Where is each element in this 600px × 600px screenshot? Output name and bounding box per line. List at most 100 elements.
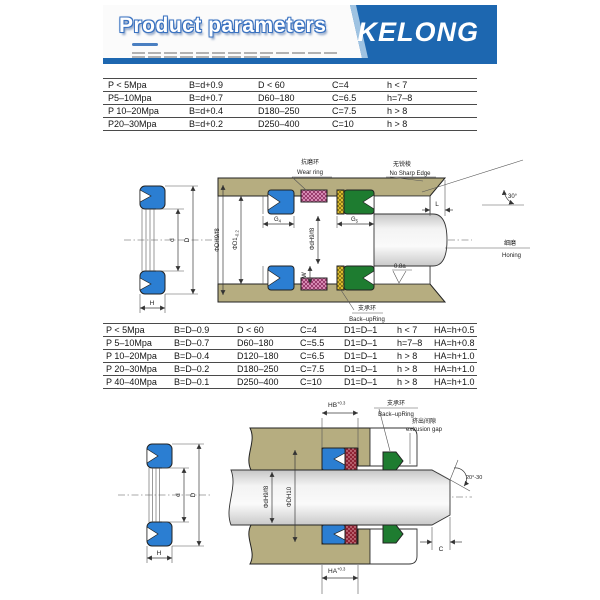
no-sharp-edge-label-cn: 无锐棱 [393,160,411,168]
gland-block-top [369,427,418,467]
dim-label-phiD: ΦDH10 [287,486,293,507]
cell-d1: D1=D–1 [344,351,378,361]
gland-block-bottom [369,528,418,565]
title-card [103,5,362,58]
cell-c: C=7.5 [300,364,325,374]
gland-lip-top [373,195,431,215]
dim-label-L: L [435,201,439,208]
cell-c: C=10 [332,119,354,129]
seal-ring-red [344,447,358,471]
dim-label-H: H [157,550,162,557]
seal-ring-red [344,524,358,545]
seal-cross-section [139,185,166,295]
angle-label-20-30: 20°-30 [466,475,482,481]
surface-finish-icon [392,270,407,284]
wear-ring [300,277,328,291]
assembly-section [217,177,448,303]
backup-ring-label-en: Back–upRing [349,317,385,323]
cell-d: D180–250 [258,106,300,116]
cell-b: B=d+0.9 [189,80,224,90]
rod-seal-diagram: d D H [124,158,530,323]
cell-ha: HA=h+1.0 [434,351,475,361]
cell-d1: D1=D–1 [344,364,378,374]
seal-cross-section [146,443,173,547]
cell-pressure: P < 5Mpa [108,80,147,90]
backup-ring [336,189,345,215]
cell-d: D250–400 [258,119,300,129]
cell-c: C=5.5 [300,338,325,348]
cell-d: D60–180 [237,338,274,348]
dim-label-phiD: ΦDH9/f8 [215,228,221,252]
backup-ring-green [382,524,404,544]
wear-ring [300,189,328,203]
cell-b: B=d+0.4 [189,106,224,116]
cell-pressure: P 5–10Mpa [106,338,152,348]
cell-d1: D1=D–1 [344,325,378,335]
dim-label-HB: HB+0.3 [328,401,346,410]
cell-h: h > 8 [397,351,418,361]
cell-d: D250–400 [237,377,279,387]
housing-top [217,177,447,197]
cell-c: C=6.5 [332,93,357,103]
cell-d: D < 60 [258,80,285,90]
page-title: Product parameters [119,14,327,37]
backup-ring-green [382,451,404,471]
surface-finish-label: 0.8a [394,264,406,270]
wear-ring-label-en: Wear ring [297,170,323,176]
housing-top [248,427,371,471]
wear-ring-label-cn: 抗磨环 [301,158,319,166]
cell-h: h < 7 [387,80,408,90]
honing-label-cn: 细磨 [504,239,516,247]
cell-h: h=7–8 [387,93,413,103]
cell-ha: HA=h+1.0 [434,377,475,387]
brand-logo: KELONG [357,17,479,47]
cell-pressure: P 20–30Mpa [106,364,157,374]
dim-label-HA: HA+0.3 [328,567,346,576]
assembly-dimensions: HB+0.3 HA+0.3 ΦdH9/f8 ΦDH10 C 20°-30 支承环… [264,399,482,594]
cell-d: D60–180 [258,93,295,103]
cell-c: C=4 [300,325,317,335]
title-underline [132,43,158,46]
housing-bottom [248,524,371,565]
cell-c: C=7.5 [332,106,357,116]
cell-b: B=d+0.7 [189,93,224,103]
cell-ha: HA=h+0.5 [434,325,475,335]
honing-label-en: Honing [502,253,521,259]
no-sharp-edge-label-en: No Sharp Edge [389,171,431,177]
cell-b: B=D–0.1 [174,377,210,387]
dim-label-D: D [190,492,197,497]
cell-pressure: P 10–20Mpa [106,351,157,361]
cell-h: h > 8 [397,364,418,374]
cell-pressure: P 10–20Mpa [108,106,159,116]
backup-ring-label-cn: 支承环 [358,304,376,312]
dim-label-W: W [302,272,308,278]
dim-label-d: d [169,238,176,242]
callouts: 抗磨环 Wear ring 无锐棱 No Sharp Edge 0.8a 细磨 … [291,158,530,323]
cell-h: h > 8 [387,119,408,129]
cell-pressure: P 40–40Mpa [106,377,157,387]
cell-h: h=7–8 [397,338,423,348]
cell-c: C=6.5 [300,351,325,361]
cell-d: D < 60 [237,325,264,335]
rod-shaft [373,213,448,267]
assembly-section [228,427,451,565]
angle-label-30: 30° [508,194,518,200]
cell-b: B=D–0.9 [174,325,210,335]
dim-label-C: C [439,546,444,553]
backup-ring-label-en: Back–upRing [378,412,414,418]
cell-b: B=d+0.2 [189,119,224,129]
cell-d1: D1=D–1 [344,377,378,387]
cell-pressure: P < 5Mpa [106,325,145,335]
cell-b: B=D–0.7 [174,338,210,348]
cell-b: B=D–0.4 [174,351,210,361]
cell-pressure: P5–10Mpa [108,93,152,103]
extrusion-gap-label-en: extrusion gap [406,427,443,433]
